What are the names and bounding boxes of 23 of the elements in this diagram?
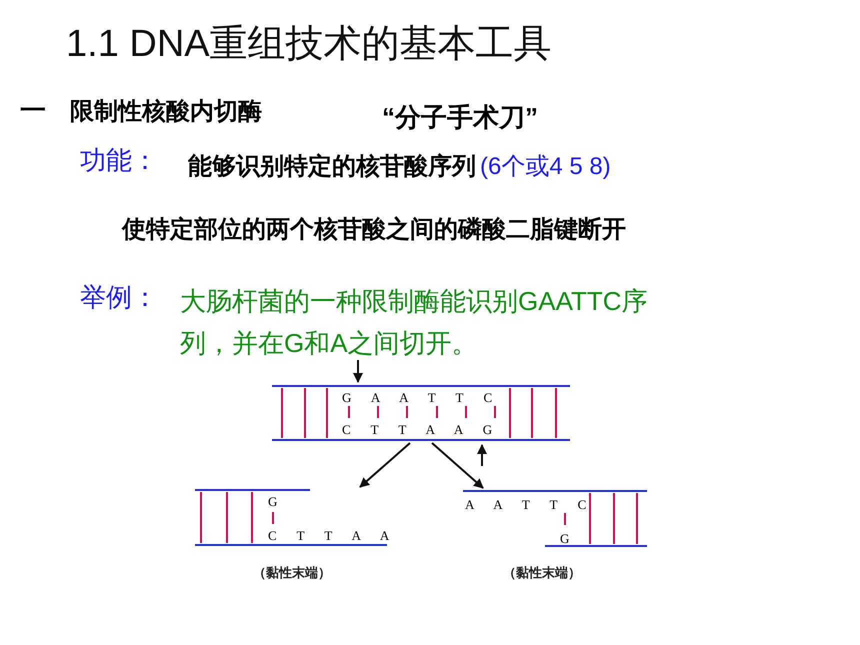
note: (6个或4 5 8): [480, 152, 611, 182]
base-sequence: C T T A A: [268, 528, 398, 544]
title: 1.1 DNA重组技术的基本工具: [66, 22, 552, 67]
arrow: [359, 442, 411, 488]
text-line: 能够识别特定的核苷酸序列: [188, 152, 476, 182]
base-sequence: G: [560, 531, 578, 547]
nickname: “分子手术刀”: [382, 101, 538, 134]
dna-fragment: [272, 384, 570, 442]
base-sequence: A A T T C: [465, 497, 595, 513]
heading: 限制性核酸内切酶: [70, 97, 262, 127]
base-sequence: C T T A A G: [342, 422, 501, 438]
dna-fragment: [195, 488, 389, 548]
section-number: 一: [20, 94, 46, 127]
node-label: （黏性末端）: [253, 564, 331, 582]
dna-fragment: [460, 489, 647, 549]
example-text: 大肠杆菌的一种限制酶能识别GAATTC序列，并在G和A之间切开。: [180, 285, 649, 360]
arrow: [431, 442, 484, 489]
field-label: 举例：: [80, 281, 158, 314]
base-sequence: G: [268, 494, 286, 510]
field-label: 功能：: [80, 144, 158, 177]
node-label: （黏性末端）: [503, 564, 581, 582]
base-sequence: G A A T T C: [342, 390, 501, 406]
text-line: 使特定部位的两个核苷酸之间的磷酸二脂键断开: [122, 215, 626, 245]
